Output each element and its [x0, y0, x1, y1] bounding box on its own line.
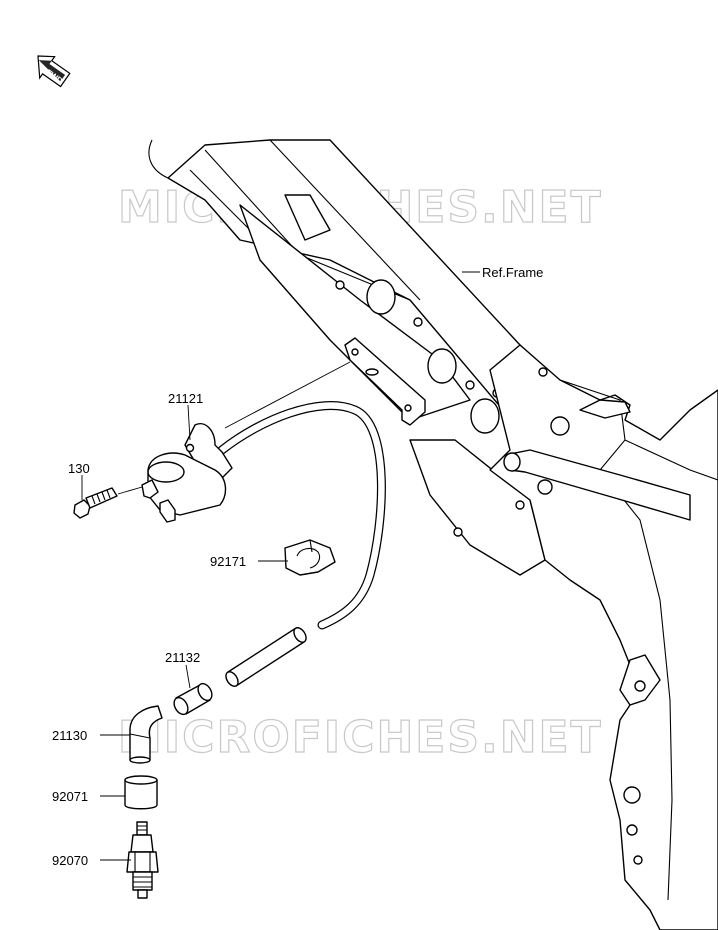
bolt-leader: [117, 486, 143, 495]
cap-leader: [185, 664, 191, 689]
callout-92070: 92070: [52, 853, 88, 868]
callout-21130: 21130: [52, 728, 87, 743]
callout-21132: 21132: [165, 650, 200, 665]
callout-ref-frame: Ref.Frame: [482, 265, 543, 280]
boot: [124, 775, 158, 810]
callout-92071: 92071: [52, 789, 88, 804]
bolt: [73, 487, 118, 519]
ignition-lead: [217, 401, 386, 630]
fwd-arrow-icon: FWD: [37, 55, 71, 88]
coil-mount-bracket: [344, 337, 426, 426]
callout-92171: 92171: [210, 554, 246, 569]
clamp: [284, 539, 336, 576]
mount-leader: [224, 361, 351, 429]
plug-cap: [129, 705, 163, 764]
spark-plug: [126, 821, 159, 899]
cap-21132: [173, 682, 213, 716]
callout-21121: 21121: [168, 391, 203, 406]
ignition-coil: [141, 423, 233, 523]
callout-130: 130: [68, 461, 90, 476]
frame-drawing: [148, 139, 718, 930]
lead-tube: [225, 627, 307, 687]
watermark-bottom: MICROFICHES.NET: [118, 712, 603, 763]
coil-leader: [187, 404, 191, 441]
